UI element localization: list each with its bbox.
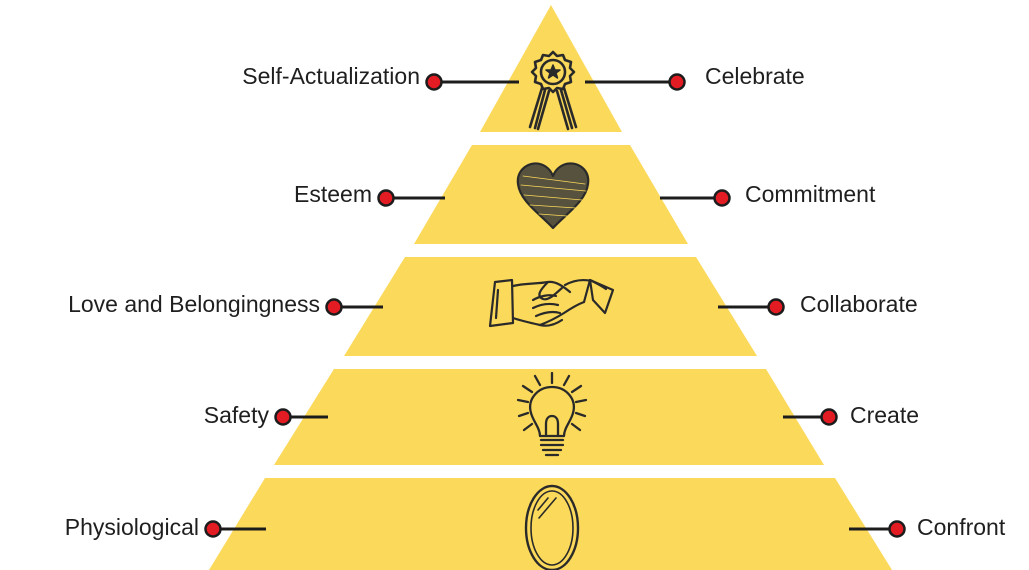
dot-safety (274, 408, 292, 426)
right-label-celebrate: Celebrate (705, 63, 805, 89)
tier-5-shape (209, 478, 892, 570)
dot-self-actualization (425, 73, 443, 91)
dot-physiological (204, 520, 222, 538)
dot-celebrate (668, 73, 686, 91)
dot-love-and-belongingness (325, 298, 343, 316)
left-label-esteem: Esteem (294, 181, 372, 207)
dot-create (820, 408, 838, 426)
right-label-commitment: Commitment (745, 181, 876, 207)
left-label-physiological: Physiological (64, 514, 199, 540)
dot-collaborate (767, 298, 785, 316)
handshake-icon (488, 278, 615, 328)
dot-confront (888, 520, 906, 538)
right-label-confront: Confront (917, 514, 1006, 540)
tier-3-shape (344, 257, 757, 356)
left-label-self-actualization: Self-Actualization (242, 63, 420, 89)
light-bulb-icon (516, 371, 588, 457)
right-label-create: Create (850, 402, 920, 428)
mirror-icon (524, 484, 580, 570)
dot-esteem (377, 189, 395, 207)
dot-commitment (713, 189, 731, 207)
right-label-collaborate: Collaborate (800, 291, 918, 317)
connector-dots (204, 73, 906, 538)
left-label-love-and-belongingness: Love and Belongingness (68, 291, 320, 317)
award-ribbon-icon (528, 50, 578, 131)
left-label-safety: Safety (203, 402, 269, 428)
heart-icon (516, 162, 590, 230)
